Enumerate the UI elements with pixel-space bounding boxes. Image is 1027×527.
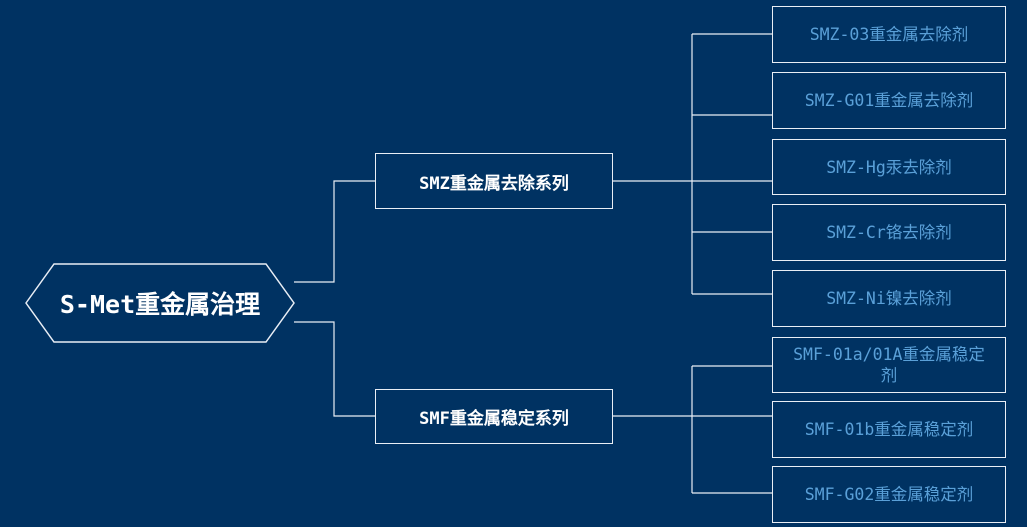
branch-node-smz: SMZ重金属去除系列 [375, 153, 613, 209]
leaf-node-label: SMF-G02重金属稳定剂 [804, 485, 974, 504]
leaf-node: SMZ-Ni镍去除剂 [772, 270, 1006, 327]
leaf-node: SMF-01a/01A重金属稳定剂 [772, 337, 1006, 393]
leaf-node-label: SMZ-G01重金属去除剂 [804, 91, 974, 110]
root-node-shape [25, 263, 295, 343]
connector-root-branch-1 [294, 180, 375, 283]
leaf-node: SMF-G02重金属稳定剂 [772, 466, 1006, 523]
connector-root-branch-2 [294, 321, 375, 417]
leaf-node: SMF-01b重金属稳定剂 [772, 401, 1006, 458]
leaf-node-label: SMF-01b重金属稳定剂 [804, 420, 974, 439]
leaf-node-label: SMZ-Ni镍去除剂 [826, 289, 952, 308]
leaf-node-label: SMZ-Cr铬去除剂 [826, 223, 952, 242]
leaf-node: SMZ-03重金属去除剂 [772, 6, 1006, 63]
leaf-node: SMZ-G01重金属去除剂 [772, 72, 1006, 129]
leaf-node-label: SMZ-Hg汞去除剂 [826, 157, 952, 177]
leaf-node: SMZ-Cr铬去除剂 [772, 204, 1006, 261]
branch-node-smf: SMF重金属稳定系列 [375, 389, 613, 444]
leaf-node-label: SMZ-03重金属去除剂 [809, 25, 969, 44]
root-node-label: S-Met重金属治理 [59, 290, 261, 319]
leaf-node-label: SMF-01a/01A重金属稳定剂 [793, 345, 985, 385]
leaf-node: SMZ-Hg汞去除剂 [772, 139, 1006, 195]
